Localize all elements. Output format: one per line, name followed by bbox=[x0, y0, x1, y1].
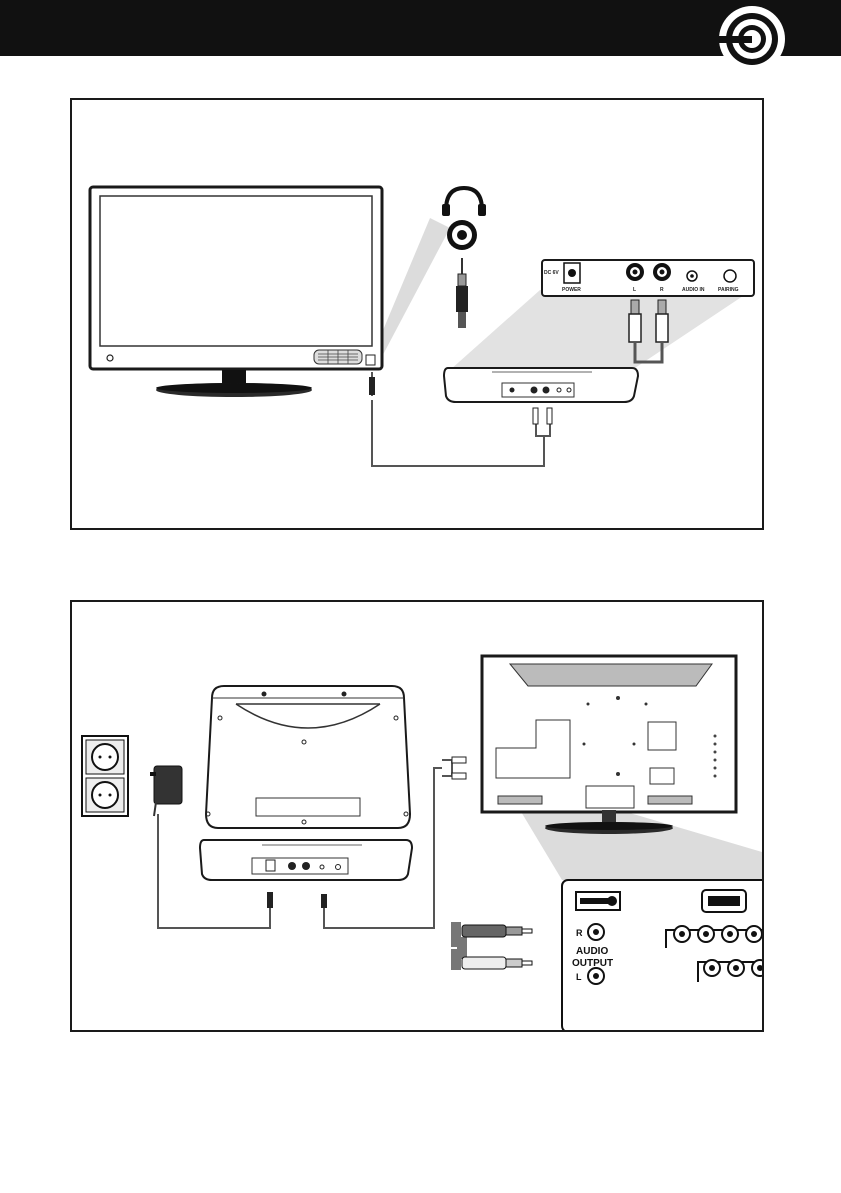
pairing-button-icon bbox=[724, 270, 736, 282]
receiver-top-view bbox=[206, 686, 410, 828]
tv-plug-icon bbox=[369, 377, 375, 395]
connection-diagram-power: R AUDIO OUTPUT L bbox=[70, 600, 764, 1032]
tv-audio-output-panel: R AUDIO OUTPUT L bbox=[562, 880, 762, 1030]
power-plug-icon bbox=[267, 892, 273, 908]
brand-logo-icon bbox=[0, 0, 841, 70]
pairing-label: PAIRING bbox=[718, 287, 739, 293]
receiver-base-unit bbox=[444, 368, 638, 402]
left-label: L bbox=[633, 287, 636, 293]
television-front bbox=[90, 187, 382, 397]
receiver-plug-left-icon bbox=[533, 408, 538, 424]
power-adapter-icon bbox=[150, 766, 182, 816]
tv-rca-plugs-icon bbox=[442, 757, 466, 779]
wall-socket-icon bbox=[82, 736, 128, 816]
audio-in-label: AUDIO IN bbox=[682, 287, 705, 293]
r-label: R bbox=[576, 928, 583, 938]
jack-panel-zoom-beam bbox=[450, 290, 752, 370]
diagram-1: DC 6V POWER L R AUDIO IN PAIRING bbox=[72, 100, 762, 528]
rca-cable-large-icon bbox=[456, 922, 532, 970]
power-label: POWER bbox=[562, 287, 581, 293]
receiver-front-view bbox=[200, 840, 412, 880]
audio-label: AUDIO bbox=[576, 946, 608, 957]
receiver-plug-right-icon bbox=[547, 408, 552, 424]
headphone-icon bbox=[442, 188, 486, 250]
dc-label: DC 6V bbox=[544, 270, 559, 276]
connection-diagram-headphone: DC 6V POWER L R AUDIO IN PAIRING bbox=[70, 98, 764, 530]
right-label: R bbox=[660, 287, 664, 293]
l-label: L bbox=[576, 972, 582, 982]
headphone-plug-icon bbox=[456, 258, 468, 328]
receiver-audio-plug-icon bbox=[321, 894, 327, 908]
output-label: OUTPUT bbox=[572, 958, 613, 969]
diagram-2: R AUDIO OUTPUT L bbox=[72, 602, 762, 1030]
television-rear bbox=[482, 656, 736, 834]
av-jack-row-2 bbox=[704, 960, 762, 976]
receiver-jack-panel: DC 6V POWER L R AUDIO IN PAIRING bbox=[542, 260, 754, 296]
